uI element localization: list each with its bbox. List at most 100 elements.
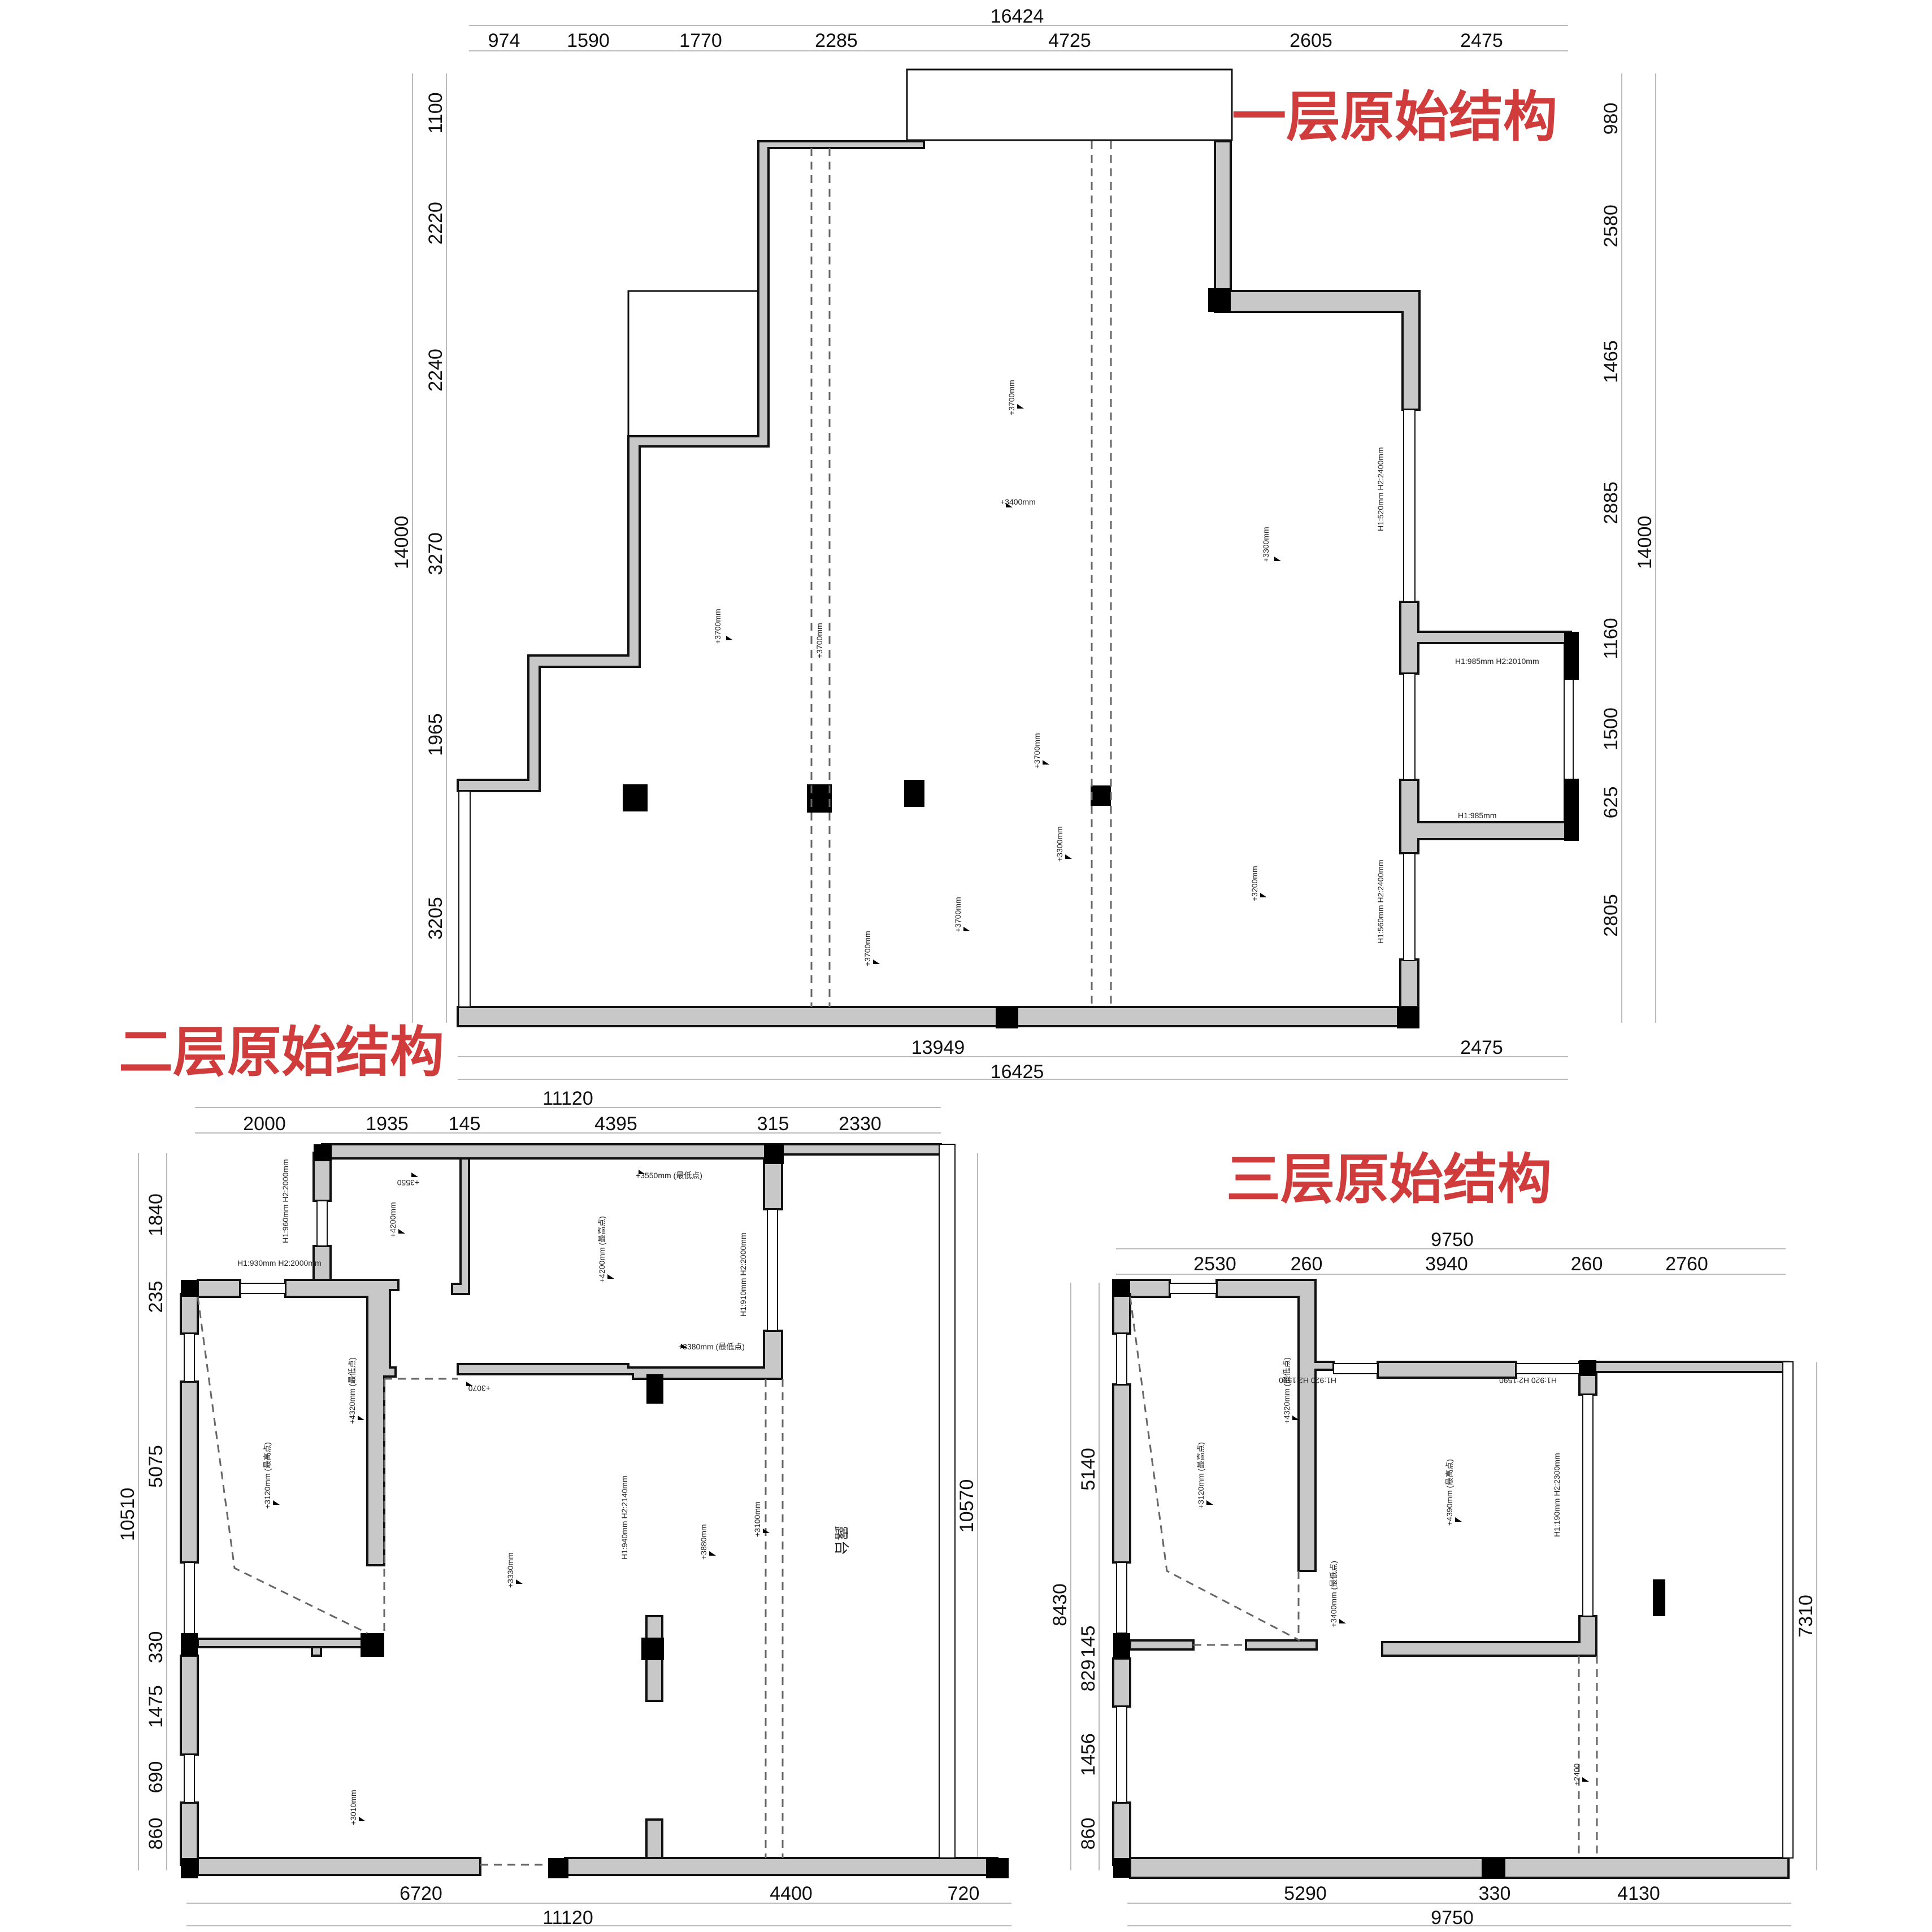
f3-bottom-wall xyxy=(1129,1857,1790,1879)
f1-window-note: H1:560mm H2:2400mm xyxy=(1376,859,1385,944)
f1-height-note: +3700mm xyxy=(953,897,962,932)
f3-window xyxy=(1582,1394,1594,1617)
f3-column xyxy=(1653,1579,1665,1616)
f2-window-note: H1:910mm H2:2000mm xyxy=(739,1232,748,1317)
f1-top-seg-2: 1590 xyxy=(567,30,610,51)
f3-wall xyxy=(1245,1639,1318,1651)
f3-right-total: 7310 xyxy=(1795,1595,1817,1638)
f3-top-total: 9750 xyxy=(1431,1229,1474,1251)
f1-column xyxy=(904,780,924,807)
f3-top-seg-4: 260 xyxy=(1571,1253,1603,1275)
f1-left-seg-3: 2240 xyxy=(425,349,446,392)
f3-wall xyxy=(1112,1293,1131,1335)
f2-height-note: +3380mm (最低点) xyxy=(678,1342,745,1351)
f2-terrace-top-wall xyxy=(770,1143,942,1156)
f2-wall xyxy=(180,1801,199,1866)
f2-wall xyxy=(451,1157,470,1295)
f1-column xyxy=(996,1007,1018,1028)
f3-window xyxy=(1116,1562,1127,1634)
f1-window-note: H1:985mm xyxy=(1458,811,1496,820)
f2-top-seg-4: 4395 xyxy=(594,1113,637,1135)
f2-wall xyxy=(180,1293,199,1335)
f1-left-seg-5: 1965 xyxy=(425,713,446,756)
f2-height-note: +4200mm (最高点) xyxy=(597,1216,606,1283)
f2-wall xyxy=(197,1279,241,1298)
f2-bottom-seg-2: 4400 xyxy=(770,1883,813,1904)
f2-left-seg-1: 1840 xyxy=(145,1193,167,1236)
f3-top-seg-1: 2530 xyxy=(1193,1253,1236,1275)
f2-bottom-wall-right xyxy=(564,1857,998,1876)
f3-wall xyxy=(1112,1801,1131,1866)
f1-top-seg-1: 974 xyxy=(488,30,520,51)
f3-bottom-seg-3: 4130 xyxy=(1617,1883,1660,1904)
f2-bottom-wall-left xyxy=(197,1857,481,1876)
f1-top-seg-6: 2605 xyxy=(1290,30,1332,51)
f2-height-note: +3550mm (最低点) xyxy=(636,1171,702,1180)
f3-window xyxy=(1116,1333,1127,1385)
f3-top-seg-3: 3940 xyxy=(1425,1253,1468,1275)
f2-bottom-seg-3: 720 xyxy=(948,1883,980,1904)
f2-top-seg-2: 1935 xyxy=(366,1113,409,1135)
f3-height-note: +4390mm (最高点) xyxy=(1445,1459,1454,1526)
f1-left-seg-6: 3205 xyxy=(425,897,446,940)
f3-left-total: 8430 xyxy=(1049,1583,1071,1626)
f3-bottom-total: 9750 xyxy=(1431,1907,1474,1929)
f1-height-note: +3700mm xyxy=(815,623,824,658)
f3-height-note: +2400 xyxy=(1572,1763,1581,1786)
f3-bottom-seg-2: 330 xyxy=(1479,1883,1511,1904)
f1-column xyxy=(1208,288,1231,312)
f2-left-seg-3: 5075 xyxy=(145,1445,167,1488)
f3-left-seg-1: 5140 xyxy=(1078,1448,1099,1491)
f1-height-note: +3700mm xyxy=(1007,380,1016,415)
f3-left-seg-3: 829 xyxy=(1078,1660,1099,1692)
f2-column xyxy=(548,1858,568,1878)
f3-column xyxy=(1113,1633,1130,1659)
f2-column xyxy=(181,1858,198,1878)
floor1-title: 一层原始结构 xyxy=(1232,87,1557,147)
f2-window xyxy=(316,1200,328,1247)
f3-wall xyxy=(1112,1657,1131,1708)
f1-top-total: 16424 xyxy=(991,6,1044,27)
f1-column xyxy=(1564,779,1579,841)
f1-left-balcony xyxy=(627,290,759,439)
f2-left-seg-4: 330 xyxy=(145,1631,167,1664)
f3-terrace-edge xyxy=(1782,1361,1794,1859)
f1-window-left xyxy=(458,791,471,1008)
f1-top-seg-5: 4725 xyxy=(1048,30,1091,51)
f2-left-seg-6: 690 xyxy=(145,1761,167,1794)
f2-height-note: +3010mm xyxy=(349,1790,358,1825)
f1-height-note: +3700mm xyxy=(713,609,722,644)
f1-right-seg-6: 1500 xyxy=(1600,707,1622,750)
f3-window xyxy=(1169,1283,1217,1294)
f3-wall xyxy=(1112,1383,1131,1564)
f2-bottom-total: 11120 xyxy=(542,1907,593,1929)
f3-left-seg-4: 1456 xyxy=(1078,1733,1099,1776)
f2-bottom-seg-1: 6720 xyxy=(400,1883,442,1904)
f2-height-note: +4200mm xyxy=(388,1202,397,1238)
f2-column xyxy=(361,1633,384,1657)
f1-bottom-seg-2: 2475 xyxy=(1460,1037,1503,1058)
f2-left-seg-2: 235 xyxy=(145,1281,167,1313)
f1-height-note: +3300mm xyxy=(1261,527,1270,562)
f2-window xyxy=(184,1754,195,1803)
f1-stepped-wall xyxy=(457,140,925,792)
f3-bottom-seg-1: 5290 xyxy=(1284,1883,1327,1904)
f3-window xyxy=(1516,1363,1580,1374)
f2-right-total: 10570 xyxy=(956,1479,978,1533)
f3-top-seg-2: 260 xyxy=(1291,1253,1323,1275)
f2-height-note: +3100mm xyxy=(753,1501,762,1537)
f1-height-note: +3200mm xyxy=(1250,866,1259,901)
f1-column xyxy=(1564,632,1579,680)
f1-bottom-wall xyxy=(457,1006,1418,1027)
f1-top-balcony xyxy=(906,68,1233,141)
f2-top-total: 11120 xyxy=(542,1088,593,1109)
f1-left-total: 14000 xyxy=(391,516,413,570)
f3-window-note: H1:920 H2:1590 xyxy=(1279,1376,1336,1385)
f1-left-seg-2: 2220 xyxy=(425,202,446,245)
f2-top-seg-6: 2330 xyxy=(839,1113,882,1135)
f1-column xyxy=(1397,1007,1419,1028)
f1-height-note: +3300mm xyxy=(1055,826,1064,862)
f1-right-seg-7: 625 xyxy=(1600,787,1622,819)
f3-wall xyxy=(1129,1639,1195,1651)
